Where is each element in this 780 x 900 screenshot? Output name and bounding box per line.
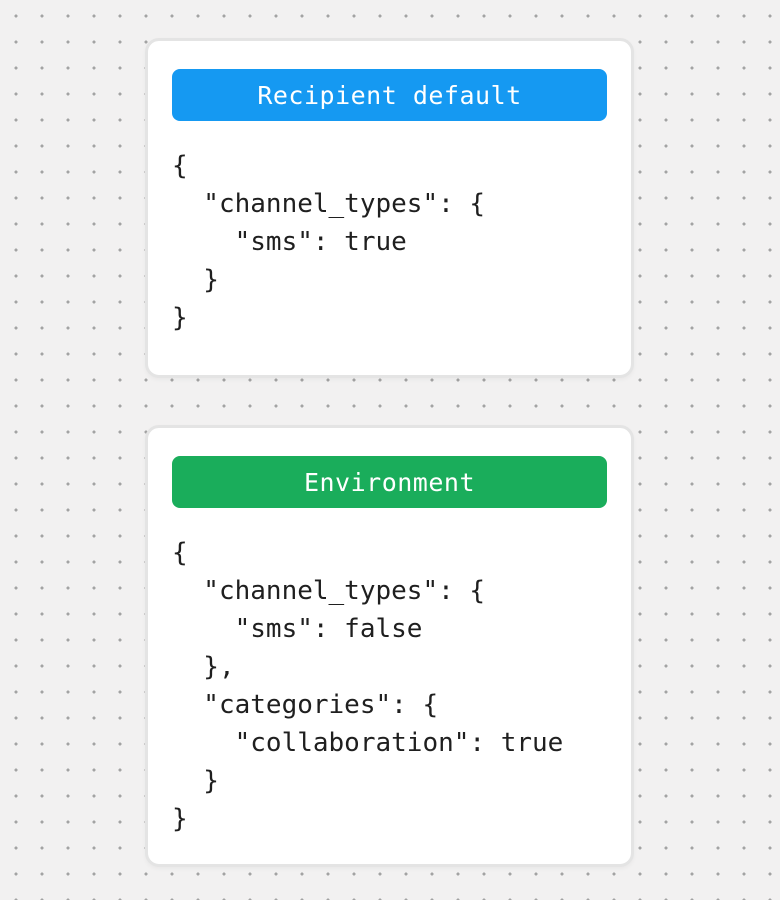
environment-card: Environment { "channel_types": { "sms": … — [145, 425, 634, 867]
environment-json-code: { "channel_types": { "sms": false }, "ca… — [172, 534, 607, 838]
code-line: "categories": { — [172, 690, 439, 720]
code-line: } — [172, 265, 219, 295]
code-line: { — [172, 538, 188, 568]
recipient-default-badge-label: Recipient default — [257, 80, 522, 110]
environment-badge: Environment — [172, 456, 607, 508]
code-line: "sms": true — [172, 227, 407, 257]
code-line: "channel_types": { — [172, 189, 486, 219]
recipient-default-badge: Recipient default — [172, 69, 607, 121]
code-line: } — [172, 303, 188, 333]
code-line: } — [172, 804, 188, 834]
environment-badge-label: Environment — [303, 467, 476, 497]
code-line: { — [172, 151, 188, 181]
code-line: } — [172, 766, 219, 796]
code-line: "sms": false — [172, 614, 423, 644]
recipient-default-card: Recipient default { "channel_types": { "… — [145, 38, 634, 378]
code-line: "channel_types": { — [172, 576, 486, 606]
recipient-default-json-code: { "channel_types": { "sms": true } } — [172, 147, 607, 337]
code-line: "collaboration": true — [172, 728, 564, 758]
code-line: }, — [172, 652, 235, 682]
